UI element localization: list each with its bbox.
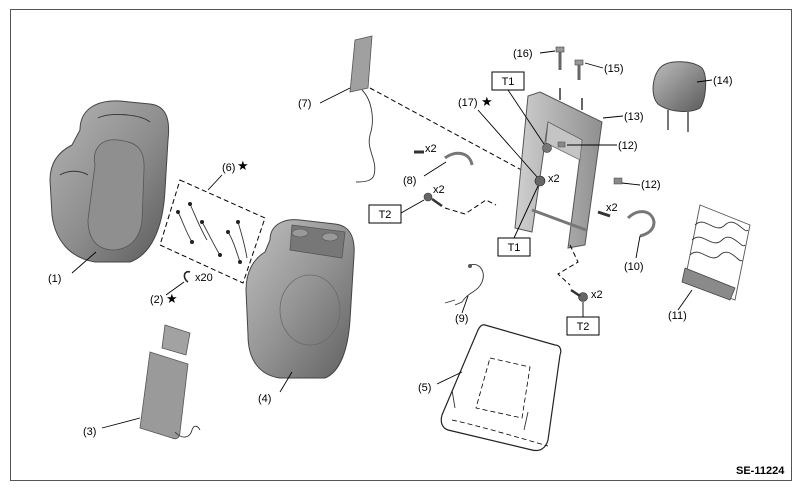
label-part-12a: (12)	[618, 140, 638, 152]
label-part-4: (4)	[258, 393, 271, 405]
part-8-bracket	[414, 150, 474, 166]
label-part-6: (6)	[222, 162, 235, 174]
label-part-5: (5)	[418, 382, 431, 394]
torque-t2-left: T2	[379, 209, 392, 221]
part-14-headrest	[652, 61, 707, 132]
torque-t1-mid: T1	[508, 242, 521, 254]
torque-t1-top: T1	[502, 76, 515, 88]
label-part-15: (15)	[604, 63, 624, 75]
label-part-8: (8)	[403, 175, 416, 187]
part-10-bracket	[597, 210, 656, 238]
part-12-clip-lower	[613, 177, 623, 185]
qty-bolt10-x2: x2	[606, 202, 618, 214]
torque-t2-bottom: T2	[577, 321, 590, 333]
diagram-frame	[10, 9, 792, 481]
label-part-3: (3)	[83, 426, 96, 438]
qty-t2-left-x2: x2	[433, 184, 445, 196]
star-part-2: ★	[166, 291, 178, 306]
nut-17-icon	[534, 175, 546, 187]
qty-nut17-x2: x2	[548, 173, 560, 185]
label-part-7: (7)	[298, 98, 311, 110]
part-4-seat-back-pad	[245, 219, 355, 379]
part-11-lumbar-support	[681, 204, 751, 301]
part-9-harness	[444, 264, 484, 306]
part-16-guide	[555, 46, 565, 70]
label-part-11: (11)	[668, 310, 687, 322]
bolt-t2-bottom-icon	[570, 288, 588, 302]
part-12-clip-upper	[557, 141, 566, 148]
part-5-back-board	[440, 324, 562, 452]
part-1-seat-back-trim	[49, 100, 170, 263]
qty-clip-x20: x20	[195, 272, 213, 284]
bolt-t2-left-icon	[423, 192, 443, 208]
qty-t2-bottom-x2: x2	[591, 289, 603, 301]
label-part-2: (2)	[150, 294, 163, 306]
label-part-16: (16)	[513, 48, 533, 60]
star-part-17: ★	[481, 94, 493, 109]
label-part-10: (10)	[624, 261, 644, 273]
part-2-clip	[183, 270, 191, 283]
nut-t1-top-icon	[542, 143, 552, 153]
torque-box-t2-left	[368, 204, 402, 224]
star-part-6: ★	[237, 158, 249, 173]
part-6-clip-set	[159, 179, 266, 284]
label-part-17: (17)	[458, 97, 478, 109]
part-15-guide	[574, 59, 584, 80]
label-part-12b: (12)	[641, 179, 661, 191]
qty-bolt8-x2: x2	[425, 143, 437, 155]
part-3-seat-heater	[139, 324, 201, 440]
part-13-back-frame	[514, 88, 603, 249]
label-part-1: (1)	[48, 273, 61, 285]
label-part-13: (13)	[624, 111, 644, 123]
part-7-side-airbag	[349, 35, 376, 183]
diagram-code: SE-11224	[736, 465, 785, 477]
label-part-9: (9)	[455, 313, 468, 325]
label-part-14: (14)	[713, 75, 733, 87]
torque-box-t2-bottom	[566, 316, 600, 336]
